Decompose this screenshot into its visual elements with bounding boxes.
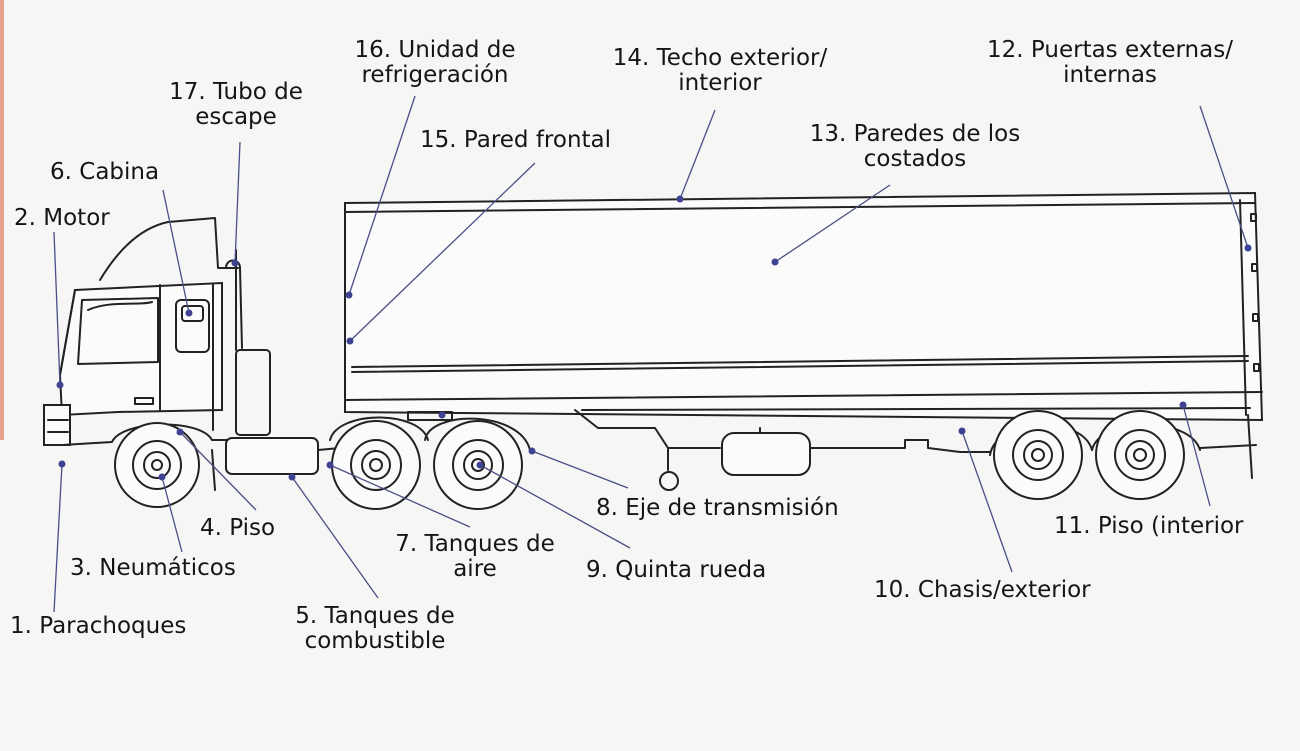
label-motor: 2. Motor	[14, 206, 110, 231]
label-cabina: 6. Cabina	[50, 160, 159, 185]
label-line: aire	[453, 556, 497, 582]
tractor-cab	[43, 217, 271, 446]
callout-dots	[56, 195, 1252, 481]
label-chasis-exterior: 10. Chasis/exterior	[874, 578, 1091, 603]
page-edge-stripe	[0, 0, 4, 440]
label-techo: 14. Techo exterior/ interior	[570, 46, 870, 96]
label-eje-transmision: 8. Eje de transmisión	[596, 496, 839, 521]
label-line: combustible	[304, 628, 446, 654]
label-line: 9. Quinta rueda	[586, 557, 767, 583]
label-neumaticos: 3. Neumáticos	[70, 556, 236, 581]
leader-lines	[53, 95, 1249, 613]
label-puertas: 12. Puertas externas/ internas	[950, 38, 1270, 88]
label-line: 11. Piso (interior	[1054, 513, 1244, 539]
label-line: 13. Paredes de los	[809, 121, 1021, 147]
label-line: 5. Tanques de	[295, 603, 455, 629]
label-line: refrigeración	[361, 62, 509, 88]
label-parachoques: 1. Parachoques	[10, 614, 186, 639]
label-line: internas	[1063, 62, 1157, 88]
label-line: 4. Piso	[200, 515, 276, 541]
trailer-body	[344, 191, 1264, 422]
label-line: 10. Chasis/exterior	[874, 577, 1091, 603]
label-line: 7. Tanques de	[395, 531, 555, 557]
label-line: 17. Tubo de	[169, 79, 303, 105]
label-line: escape	[195, 104, 277, 130]
label-line: 3. Neumáticos	[70, 555, 236, 581]
label-quinta-rueda: 9. Quinta rueda	[586, 558, 766, 583]
trailer-chassis	[574, 409, 1257, 491]
label-unidad-refrigeracion: 16. Unidad de refrigeración	[320, 38, 550, 88]
label-line: 6. Cabina	[50, 159, 160, 185]
tractor-frame	[61, 411, 531, 491]
label-line: costados	[863, 146, 967, 172]
label-line: 15. Pared frontal	[420, 127, 612, 153]
label-line: 14. Techo exterior/	[612, 45, 828, 71]
label-tubo-escape: 17. Tubo de escape	[136, 80, 336, 130]
label-tanques-combustible: 5. Tanques de combustible	[266, 604, 484, 654]
tractor-wheels	[114, 420, 523, 510]
label-tanques-aire: 7. Tanques de aire	[366, 532, 584, 582]
label-piso: 4. Piso	[200, 516, 275, 541]
trailer-wheels	[989, 410, 1201, 500]
label-line: 2. Motor	[14, 205, 110, 231]
label-line: interior	[678, 70, 762, 96]
label-piso-interior: 11. Piso (interior	[1054, 514, 1244, 539]
label-paredes-costados: 13. Paredes de los costados	[770, 122, 1060, 172]
label-line: 12. Puertas externas/	[987, 37, 1233, 63]
label-line: 8. Eje de transmisión	[596, 495, 839, 521]
label-line: 16. Unidad de	[354, 37, 516, 63]
label-pared-frontal: 15. Pared frontal	[420, 128, 611, 153]
label-line: 1. Parachoques	[10, 613, 187, 639]
